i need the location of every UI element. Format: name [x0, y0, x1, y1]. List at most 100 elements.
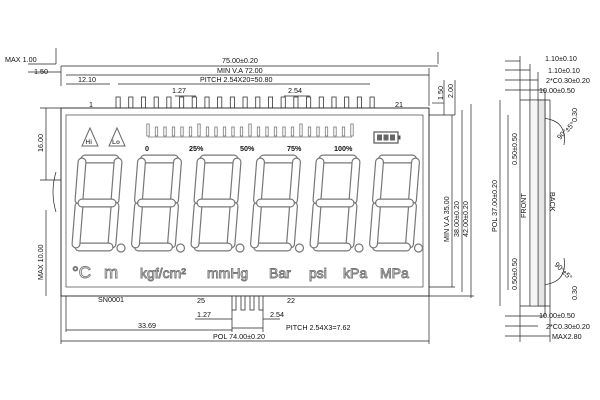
dim-right-a: 1.50: [436, 86, 445, 100]
dim-pin-offset-bottom: 33.69: [138, 321, 156, 330]
top-pin: [153, 96, 159, 109]
digit-segment-fill: [313, 158, 324, 204]
unit-psi: psi: [309, 265, 327, 281]
top-pin-row: [115, 96, 375, 109]
top-pin: [217, 96, 223, 109]
dim-pin-offset: 12.10: [78, 75, 96, 84]
bar-segment: [248, 123, 252, 137]
top-pin: [356, 96, 362, 109]
dim-left-bottom: MAX 10.00: [36, 244, 45, 280]
unit-kpa: kPa: [343, 265, 367, 281]
bar-segment: [324, 126, 329, 137]
pin-label-22: 22: [287, 296, 295, 305]
svg-text:Hi: Hi: [86, 139, 93, 146]
side-dim-e: 0.30: [570, 108, 579, 122]
bar-segment: [282, 126, 286, 137]
top-pin: [306, 96, 312, 109]
digit-segment-fill: [346, 202, 357, 248]
top-pin: [280, 96, 286, 109]
scale-label: 25%: [189, 144, 204, 153]
unit-meter: m: [104, 263, 118, 282]
side-dim-upper: 0.50±0.50: [510, 133, 519, 165]
dim-pin-spacing-top: 2.54: [288, 86, 302, 95]
side-dim-a: 1.10±0.10: [545, 54, 577, 63]
top-pin: [229, 96, 235, 109]
scale-label: 75%: [287, 144, 302, 153]
digit: [71, 154, 126, 253]
dim-overall-width: 75.00±0.20: [222, 56, 258, 65]
digit-segment-fill: [75, 158, 86, 204]
digit-segment-fill: [191, 202, 202, 248]
digit-segment-fill: [230, 158, 241, 204]
top-pin: [191, 96, 197, 109]
digit-segment-fill: [108, 202, 119, 248]
side-view: 1.10±0.10 1.10±0.10 2*C0.30±0.20 10.00±0…: [490, 54, 590, 342]
bar-segment: [265, 126, 269, 137]
front-view: MAX 1.00 1.50 75.00±0.20 MIN V.A 72.00 1…: [5, 48, 474, 344]
side-dim-d: 10.00±0.50: [539, 86, 575, 95]
bar-segment: [299, 123, 303, 137]
unit-bar: Bar: [269, 265, 291, 281]
decimal-point: [175, 243, 186, 253]
digit-segment-fill: [370, 202, 380, 248]
bar-segment: [231, 126, 235, 137]
bar-segment: [205, 126, 210, 137]
top-pin: [140, 96, 146, 109]
scale-label: 0: [145, 144, 149, 153]
top-pin: [318, 96, 324, 109]
top-pin: [255, 96, 261, 109]
digit-segment-fill: [135, 158, 145, 204]
dim-left-top: 16.00: [36, 134, 45, 152]
bar-segment: [341, 126, 346, 137]
digit-segment-fill: [349, 158, 360, 204]
digit-segment-fill: [132, 202, 142, 248]
dim-max-top: MAX 1.00: [5, 55, 37, 64]
top-pin: [128, 96, 134, 109]
digit: [250, 154, 305, 253]
digit-segment-fill: [406, 202, 416, 248]
svg-text:Lo: Lo: [112, 139, 120, 146]
top-pin: [267, 96, 273, 109]
digit-segment-fill: [254, 158, 264, 204]
top-pin: [179, 96, 185, 109]
bar-segment: [316, 126, 320, 137]
top-pin: [331, 96, 337, 109]
side-dim-lower: 0.50±0.50: [510, 258, 519, 290]
top-pin: [204, 96, 210, 109]
dim-view-area-width: MIN V.A 72.00: [217, 66, 263, 75]
side-label-back: BACK: [548, 192, 557, 212]
side-angle-bottom: 90°±5°: [553, 260, 575, 282]
top-pin: [369, 96, 375, 109]
dim-polarizer-width: POL 74.00±0.20: [213, 332, 265, 341]
top-pin: [115, 96, 121, 109]
bar-segment: [180, 126, 184, 137]
bar-segment: [273, 126, 278, 137]
unit-mmhg: mmHg: [207, 265, 248, 281]
decimal-point: [413, 243, 424, 253]
digit-segment-fill: [290, 158, 300, 204]
bar-segment: [307, 126, 312, 137]
unit-kgf: kgf/cm²: [140, 265, 186, 281]
decimal-point: [354, 243, 364, 253]
side-dim-max: MAX2.80: [552, 332, 582, 341]
side-dim-g: 10.00±0.50: [539, 311, 575, 320]
dim-pitch-top: PITCH 2.54X20=50.80: [200, 75, 273, 84]
lo-icon: Lo: [108, 126, 126, 147]
digit-segment-fill: [287, 202, 297, 248]
digit: [309, 154, 364, 253]
bar-segment: [171, 126, 176, 137]
decimal-point: [294, 243, 305, 253]
digit: [131, 154, 186, 253]
bar-segment: [239, 126, 244, 137]
bar-segment: [222, 126, 227, 137]
dim-top-offset: 1.50: [34, 67, 48, 76]
bar-segment: [350, 123, 354, 137]
bar-segment: [163, 126, 167, 137]
top-pin: [293, 96, 299, 109]
pin-label-25: 25: [197, 296, 205, 305]
unit-celsius: °C: [72, 263, 91, 282]
digit-segment-fill: [168, 202, 178, 248]
part-number: SN0001: [98, 295, 124, 304]
top-pin: [242, 96, 248, 109]
